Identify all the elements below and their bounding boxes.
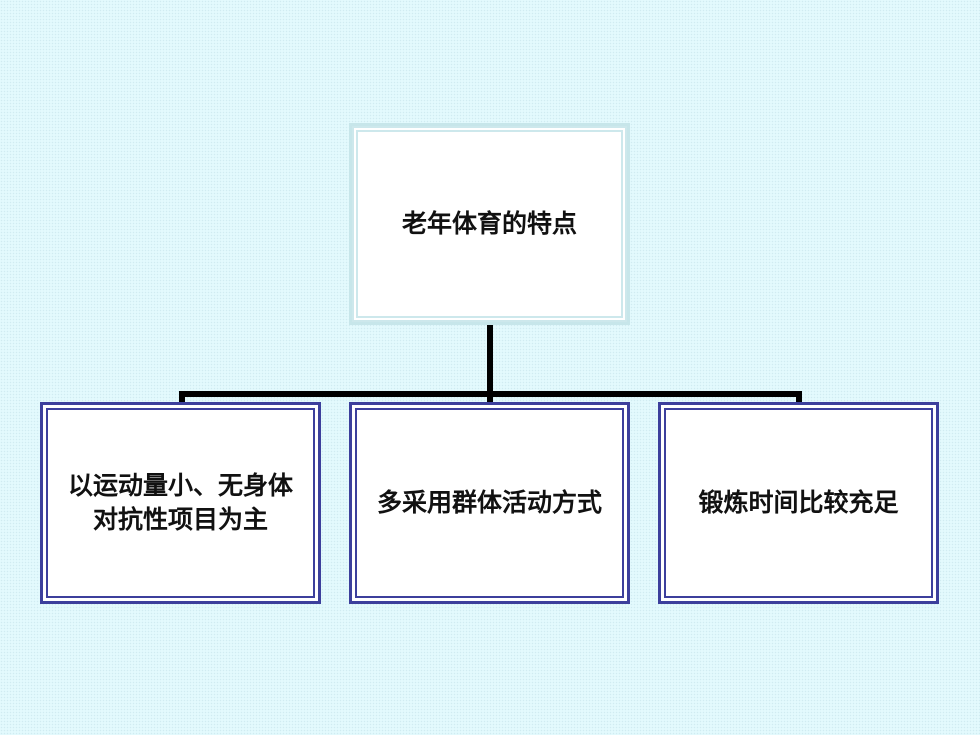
connector-drop-right [796, 391, 802, 405]
connector-drop-middle [487, 391, 493, 405]
child-node-3-label: 锻炼时间比较充足 [698, 488, 899, 518]
child-node-2: 多采用群体活动方式 [349, 402, 630, 604]
root-node-inner [358, 132, 621, 316]
child-node-1: 以运动量小、无身体对抗性项目为主 [40, 402, 321, 604]
child-node-2-label: 多采用群体活动方式 [376, 488, 602, 518]
child-node-1-label: 以运动量小、无身体对抗性项目为主 [67, 471, 293, 534]
root-node-label: 老年体育的特点 [401, 209, 577, 239]
child-node-3: 锻炼时间比较充足 [658, 402, 939, 604]
connector-trunk [487, 321, 493, 397]
connector-drop-left [179, 391, 185, 405]
root-node: 老年体育的特点 [349, 123, 630, 325]
